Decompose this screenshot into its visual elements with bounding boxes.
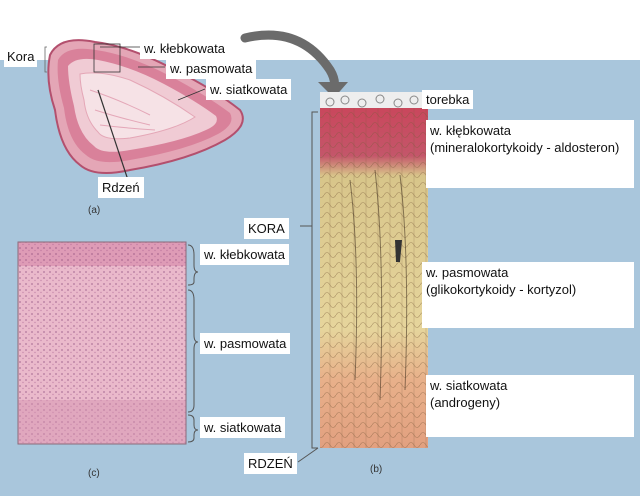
- adrenal-gland-illustration: [44, 39, 244, 181]
- figure-label-b: (b): [370, 464, 383, 475]
- label-a-siatkowata: w. siatkowata: [206, 79, 292, 100]
- histology-micrograph: [17, 241, 199, 445]
- label-b-kora: KORA: [244, 218, 289, 239]
- figure-label-c: (c): [88, 468, 100, 479]
- label-a-klebkowata: w. kłebkowata: [140, 38, 229, 59]
- label-b-klebkowata-desc: (mineralokortykoidy - aldosteron): [430, 140, 620, 155]
- label-c-klebkowata: w. kłebkowata: [200, 244, 289, 265]
- label-a-pasmowata: w. pasmowata: [166, 58, 257, 79]
- label-b-torebka: torebka: [422, 90, 474, 109]
- label-b-rdzen: RDZEŃ: [244, 453, 297, 474]
- cortex-column-illustration: [297, 92, 428, 463]
- label-b-pasmowata-desc: (glikokortykoidy - kortyzol): [426, 282, 577, 297]
- label-c-siatkowata: w. siatkowata: [200, 417, 286, 438]
- label-c-pasmowata: w. pasmowata: [200, 333, 291, 354]
- label-b-klebkowata: w. kłębkowata (mineralokortykoidy - aldo…: [426, 120, 634, 188]
- label-b-klebkowata-title: w. kłębkowata: [430, 123, 511, 138]
- figure-label-a: (a): [88, 205, 101, 216]
- label-b-pasmowata: w. pasmowata (glikokortykoidy - kortyzol…: [422, 262, 634, 328]
- label-b-siatkowata-title: w. siatkowata: [430, 378, 508, 393]
- label-a-kora: Kora: [4, 46, 38, 67]
- label-b-siatkowata-desc: (androgeny): [430, 395, 501, 410]
- label-b-pasmowata-title: w. pasmowata: [426, 265, 509, 280]
- label-b-siatkowata: w. siatkowata (androgeny): [426, 375, 634, 437]
- label-a-rdzen: Rdzeń: [98, 177, 144, 198]
